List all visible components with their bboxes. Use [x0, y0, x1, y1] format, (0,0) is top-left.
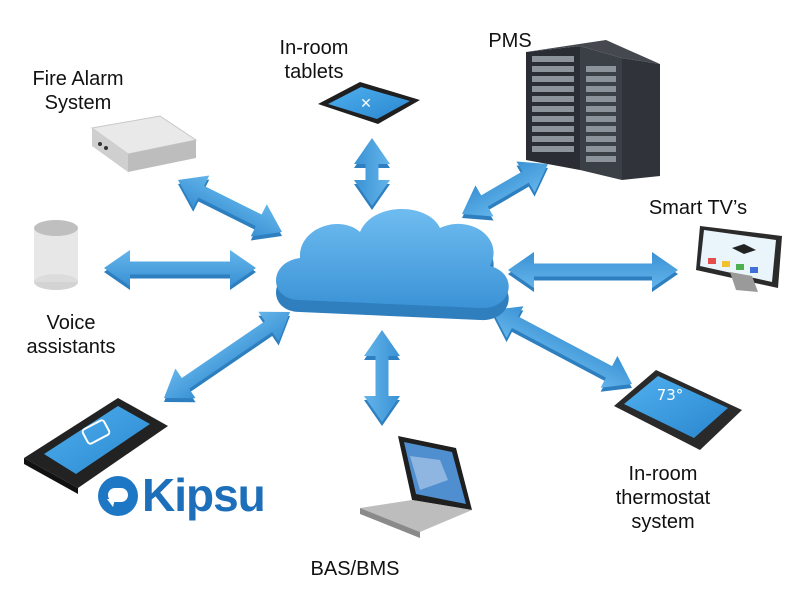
bas-bms-label-line1: BAS/BMS — [310, 558, 400, 580]
laptop-icon — [360, 436, 472, 538]
arrow-smartphone — [164, 311, 291, 399]
smart-tv-icon — [696, 226, 782, 292]
arrow-fire-alarm — [178, 175, 282, 237]
server-slot — [532, 136, 574, 142]
server-rack-icon — [526, 40, 660, 180]
server-slot — [586, 66, 616, 72]
thermostat-temp-readout: 73° — [657, 386, 684, 404]
kipsu-logo: Kipsu — [98, 469, 298, 522]
voice-assistants-label: Voice assistants — [12, 311, 130, 359]
server-slot — [532, 66, 574, 72]
chat-bubble-icon — [98, 476, 138, 516]
server-slot — [532, 106, 574, 112]
thermostat-label-line3: system — [631, 511, 695, 533]
fire-alarm-label-line2: System — [44, 92, 112, 114]
fire-alarm-label: Fire Alarm System — [18, 67, 138, 115]
server-slot — [586, 156, 616, 162]
server-slot — [586, 106, 616, 112]
arrow-pms — [462, 161, 548, 217]
server-slot — [586, 136, 616, 142]
server-slot — [586, 76, 616, 82]
voice-label-line1: Voice — [46, 312, 96, 334]
arrow-voice — [104, 250, 256, 286]
server-slot — [532, 76, 574, 82]
tablets-label-line1: In-room — [279, 37, 349, 59]
server-slot — [586, 86, 616, 92]
cloud-icon — [276, 208, 509, 321]
server-slot — [532, 86, 574, 92]
server-slot — [586, 126, 616, 132]
server-slot — [532, 116, 574, 122]
thermostat-device-icon: 73° — [614, 370, 742, 450]
fire-alarm-device-icon — [90, 115, 198, 172]
thermostat-label: In-room thermostat system — [606, 462, 720, 534]
voice-assistant-icon — [34, 220, 78, 290]
bas-bms-label: BAS/BMS — [300, 557, 410, 581]
thermostat-label-line2: thermostat — [615, 487, 711, 509]
tablet-device-icon: ✕ — [318, 82, 420, 124]
thermostat-label-line1: In-room — [628, 463, 698, 485]
brand-name: Kipsu — [142, 469, 266, 521]
server-slot — [532, 126, 574, 132]
arrow-bas — [364, 330, 400, 422]
smart-tv-label: Smart TV’s — [638, 196, 758, 220]
pms-label-line1: PMS — [488, 30, 532, 52]
server-slot — [532, 96, 574, 102]
connection-arrows — [104, 138, 678, 426]
tablets-label: In-room tablets — [258, 36, 370, 84]
tablets-label-line2: tablets — [284, 61, 344, 83]
smartphone-icon — [24, 398, 168, 494]
arrow-thermostat — [491, 306, 632, 388]
server-slot — [586, 116, 616, 122]
pms-label: PMS — [480, 29, 540, 53]
server-slot — [532, 56, 574, 62]
svg-text:✕: ✕ — [360, 96, 372, 112]
arrow-tablets — [354, 138, 390, 206]
server-slot — [586, 146, 616, 152]
arrow-smart-tv — [508, 252, 678, 288]
voice-label-line2: assistants — [26, 336, 116, 358]
smart-tv-label-line1: Smart TV’s — [648, 197, 748, 219]
server-slot — [532, 146, 574, 152]
fire-alarm-label-line1: Fire Alarm — [32, 68, 124, 90]
server-slot — [586, 96, 616, 102]
